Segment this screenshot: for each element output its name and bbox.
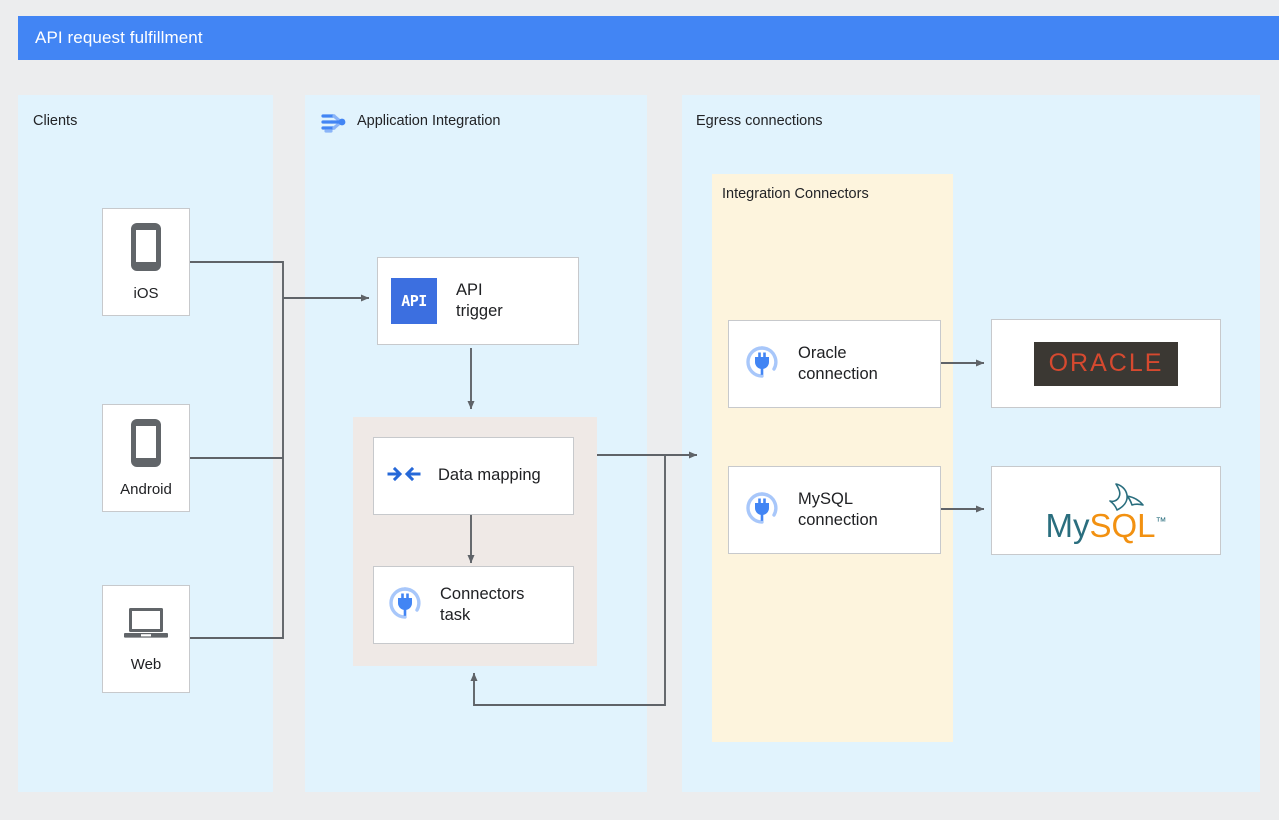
client-card-android[interactable]: Android bbox=[102, 404, 190, 512]
node-api-trigger-label: API trigger bbox=[456, 280, 503, 320]
connector-plug-icon bbox=[744, 490, 780, 531]
api-badge-icon: API bbox=[391, 278, 437, 324]
api-badge-text: API bbox=[401, 292, 427, 310]
node-connectors-task-label: Connectors task bbox=[440, 584, 525, 624]
integration-connectors-group bbox=[712, 174, 953, 742]
client-label-web: Web bbox=[130, 655, 162, 673]
mobile-phone-icon bbox=[128, 417, 164, 474]
page-title: API request fulfillment bbox=[35, 28, 203, 47]
laptop-icon bbox=[121, 604, 171, 649]
oracle-logo: ORACLE bbox=[1033, 341, 1179, 386]
panel-egress-label: Egress connections bbox=[696, 113, 823, 129]
data-mapping-icon bbox=[387, 461, 421, 492]
mobile-phone-icon bbox=[128, 221, 164, 278]
client-card-ios[interactable]: iOS bbox=[102, 208, 190, 316]
client-label-ios: iOS bbox=[133, 284, 159, 302]
mysql-logo-text: MySQL™ bbox=[1045, 509, 1166, 542]
diagram-title-bar: API request fulfillment bbox=[18, 16, 1279, 60]
node-connectors-task[interactable]: Connectors task bbox=[373, 566, 574, 644]
panel-clients-label: Clients bbox=[33, 113, 78, 129]
node-mysql-connection[interactable]: MySQL connection bbox=[728, 466, 941, 554]
integration-connectors-label: Integration Connectors bbox=[722, 186, 869, 202]
mysql-dolphin-icon bbox=[1109, 482, 1144, 511]
client-card-web[interactable]: Web bbox=[102, 585, 190, 693]
node-oracle-connection-label: Oracle connection bbox=[798, 343, 878, 383]
mysql-logo-tm: ™ bbox=[1155, 515, 1167, 528]
node-data-mapping[interactable]: Data mapping bbox=[373, 437, 574, 515]
node-oracle-connection[interactable]: Oracle connection bbox=[728, 320, 941, 408]
application-integration-icon bbox=[317, 106, 349, 138]
panel-application-integration-label: Application Integration bbox=[357, 113, 501, 129]
node-api-trigger[interactable]: API API trigger bbox=[377, 257, 579, 345]
node-mysql-connection-label: MySQL connection bbox=[798, 489, 878, 529]
datastore-oracle[interactable]: ORACLE bbox=[991, 319, 1221, 408]
mysql-logo-my: My bbox=[1045, 506, 1090, 544]
client-label-android: Android bbox=[120, 480, 172, 498]
connector-plug-icon bbox=[744, 344, 780, 385]
node-data-mapping-label: Data mapping bbox=[438, 466, 541, 485]
mysql-logo: MySQL™ bbox=[1045, 480, 1167, 542]
oracle-logo-text: ORACLE bbox=[1048, 348, 1164, 377]
datastore-mysql[interactable]: MySQL™ bbox=[991, 466, 1221, 555]
connector-plug-icon bbox=[387, 585, 423, 626]
mysql-logo-sql: SQL bbox=[1089, 506, 1156, 544]
